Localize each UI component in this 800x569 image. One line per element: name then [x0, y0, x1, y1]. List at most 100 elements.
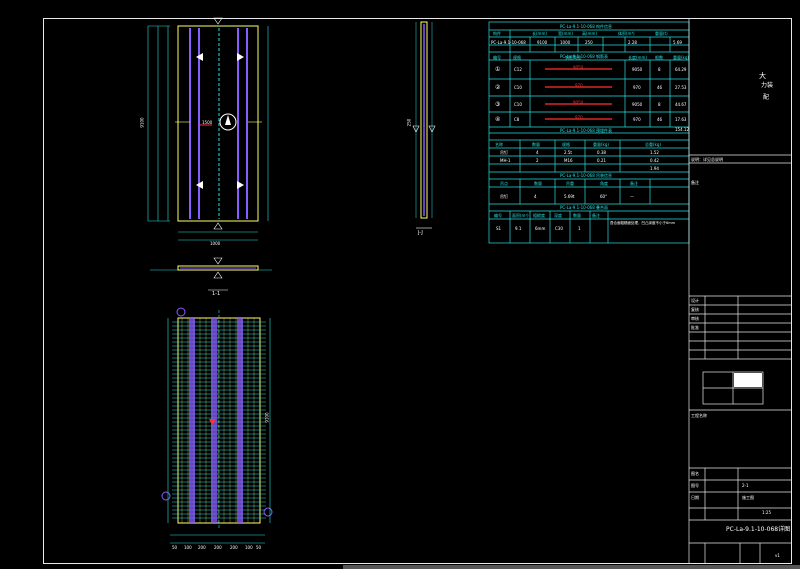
view-label-j-j: J-J: [418, 230, 423, 236]
t1-h1: 长(mm): [532, 31, 547, 36]
t2-r0-c0: ①: [495, 66, 501, 73]
tb-sheet: 图名: [691, 471, 699, 476]
notes-header: 说明：详见总说明: [691, 157, 723, 162]
tb-stage: 施工图: [742, 495, 754, 500]
rebar-callout: [161, 491, 171, 501]
t3-h1: 数量: [532, 142, 540, 147]
t4-h3: 角度: [600, 181, 608, 186]
t5-h5: 备注: [592, 213, 600, 218]
drawing-frame: [43, 18, 792, 564]
lift-point-marker: [237, 181, 244, 189]
center-mark: 1500: [202, 120, 213, 125]
t3-h2: 规格: [562, 142, 570, 147]
t2-r3-c0: ④: [495, 116, 501, 123]
t2-r3-c1: C8: [514, 117, 520, 122]
t2-h5: 重量(kg): [673, 55, 689, 60]
t1-h2: 宽(mm): [558, 31, 573, 36]
title-side-2: 力装: [761, 82, 774, 89]
t2-r3-c4: 46: [657, 117, 663, 122]
t5-c5: 叠合面粗糙面处理，凹凸深度不小于6mm: [610, 221, 676, 225]
lift-point-marker: [196, 53, 203, 61]
t5-h1: 面积(m²): [512, 213, 529, 218]
t2-total: 154.12: [675, 127, 689, 132]
t2-r3-c5: 17.63: [675, 117, 687, 122]
t3-r1-c4: 0.42: [650, 158, 659, 163]
top-plan-view: [147, 17, 269, 241]
t2-r2-c2: 9050: [573, 100, 584, 105]
dim-left-total: 9100: [139, 117, 145, 128]
rebar-callout: [263, 507, 273, 517]
distribution-bars: [172, 318, 266, 523]
t2-r1-c0: ②: [495, 84, 501, 91]
t2-r1-c1: C10: [514, 85, 522, 90]
t1-h3: 高(mm): [582, 31, 597, 36]
t2-r2-c5: 44.67: [675, 102, 687, 107]
t2-r1-c2: 970: [575, 83, 583, 88]
t2-h1: 规格: [513, 55, 521, 60]
tb-no: 图号: [691, 483, 699, 488]
t2-r0-c3: 9050: [632, 67, 643, 72]
t2-r1-c5: 27.53: [675, 85, 687, 90]
drawing-title: PC-La-9.1-10-068详图: [726, 526, 791, 533]
t3-r1-c3: 0.21: [597, 158, 606, 163]
t4-c2: 5.69t: [564, 194, 575, 199]
t3-h3: 重量(kg): [593, 142, 609, 147]
t2-h4: 根数: [655, 55, 663, 60]
bottom-dim-3: 200: [214, 545, 222, 550]
t4-c1: 4: [534, 194, 537, 199]
t4-c4: —: [630, 194, 634, 199]
reinforcement-plan: [161, 307, 273, 544]
bottom-dim-5: 100: [245, 545, 253, 550]
tb-approve: 批准: [691, 325, 699, 330]
lift-point-marker: [196, 181, 203, 189]
view-label-1-1: 1-1: [212, 291, 221, 297]
t2-r2-c4: 8: [658, 102, 661, 107]
section-width: 250: [406, 118, 412, 127]
title-side-3: 配: [763, 94, 770, 101]
horizontal-scrollbar[interactable]: [343, 565, 800, 569]
t5-h2: 粗糙度: [533, 213, 545, 218]
lift-point-marker: [237, 53, 244, 61]
tb-check: 复核: [691, 307, 699, 312]
t4-h4: 备注: [630, 181, 638, 186]
table5-title: PC-La-9.1-10-068 叠合面: [560, 205, 609, 210]
t3-h0: 名称: [495, 142, 503, 147]
t2-h2: 钢筋简图: [565, 55, 581, 60]
t2-h3: 长度(mm): [628, 55, 647, 60]
bottom-dim-4: 200: [230, 545, 238, 550]
t5-c4: 1: [578, 226, 581, 231]
t1-c2: 1000: [560, 40, 571, 45]
t5-c3: C30: [555, 226, 563, 231]
t5-c1: 9.1: [515, 226, 522, 231]
tb-design: 设计: [691, 298, 699, 303]
t3-r1-c2: M16: [564, 158, 573, 163]
t2-r0-c1: C12: [514, 67, 522, 72]
tb-date: 日期: [691, 495, 699, 500]
tb-sheet-no: 2-1: [742, 483, 749, 488]
bottom-dim-6: 50: [256, 545, 262, 550]
title-block-grid: [688, 18, 792, 564]
t3-r0-c4: 1.52: [650, 150, 659, 155]
t1-h5: 重量(t): [655, 31, 668, 36]
bottom-dim-1: 100: [184, 545, 192, 550]
t2-r0-c4: 8: [658, 67, 661, 72]
drawing-scale: 1:25: [762, 510, 771, 515]
t3-r0-c1: 4: [536, 150, 539, 155]
tb-project: 工程名称: [691, 413, 707, 418]
t5-h0: 编号: [494, 213, 502, 218]
dim-right-plan: 9100: [264, 412, 270, 423]
t3-h4: 总重(kg): [645, 142, 661, 147]
section-j-j: [412, 21, 436, 229]
t4-c3: 60°: [600, 194, 608, 199]
t4-h0: 吊点: [500, 181, 508, 186]
t3-total: 1.94: [650, 166, 659, 171]
table4-title: PC-La-9.1-10-068 吊装信息: [560, 173, 613, 178]
t5-c0: S1: [496, 226, 502, 231]
north-key-fill: [734, 373, 762, 387]
t3-r1-c1: 2: [536, 158, 539, 163]
t1-c1: 9100: [537, 40, 548, 45]
bottom-dim-0: 50: [172, 545, 178, 550]
rebar-callout: [176, 307, 186, 317]
t5-c2: 6mm: [535, 226, 546, 231]
